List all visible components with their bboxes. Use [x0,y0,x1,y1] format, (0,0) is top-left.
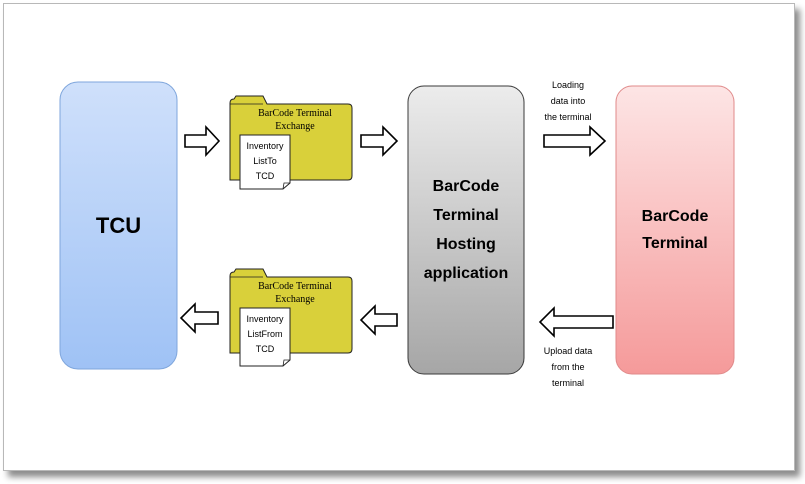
upload-note-line-1: Upload data [543,346,593,356]
document-top-line-1: Inventory [246,141,284,151]
arrow-host-to-terminal [543,125,607,157]
tcu-text: TCU [95,212,142,238]
document-icon-top [239,134,291,190]
folder-bottom-title-line-2: Exchange [275,294,315,305]
hosting-app-line-2: Terminal [433,207,499,224]
document-icon-bottom [239,307,291,367]
loading-note: Loading data into the terminal [530,77,606,125]
folder-bottom-title: BarCode Terminal Exchange [240,280,350,306]
arrow-tcu-to-folder [184,124,221,158]
arrow-folder-to-host [360,125,399,157]
folder-bottom-title-line-1: BarCode Terminal [258,281,332,292]
tcu-label: TCU [60,82,177,369]
barcode-terminal-label: BarCode Terminal [616,86,734,374]
upload-note: Upload data from the terminal [530,343,606,391]
hosting-app-line-4: application [423,265,509,282]
upload-note-line-3: terminal [551,378,584,388]
loading-note-line-3: the terminal [544,112,592,122]
upload-note-line-2: from the [551,362,585,372]
barcode-terminal-box [615,85,735,375]
folder-top-title-line-2: Exchange [275,121,315,132]
hosting-app-line-1: BarCode [432,178,500,195]
hosting-app-line-3: Hosting [436,236,496,253]
barcode-terminal-line-2: Terminal [642,235,708,252]
hosting-app-label: BarCode Terminal Hosting application [408,86,524,374]
loading-note-line-1: Loading [551,80,585,90]
document-top-line-3: TCD [255,171,275,181]
loading-note-line-2: data into [550,96,586,106]
document-bottom-line-1: Inventory [246,314,284,324]
hosting-app-box [407,85,525,375]
document-bottom-line-3: TCD [255,344,275,354]
arrow-folder-to-tcu [179,302,219,334]
document-bottom-text: Inventory ListFrom TCD [241,312,289,357]
tcu-box [59,81,178,370]
document-top-line-2: ListTo [253,156,277,166]
folder-top-title-line-1: BarCode Terminal [258,108,332,119]
document-top-text: Inventory ListTo TCD [241,139,289,184]
barcode-terminal-line-1: BarCode [641,208,709,225]
arrow-host-to-folder [359,304,398,336]
arrow-terminal-to-host [538,306,614,338]
document-bottom-line-2: ListFrom [247,329,283,339]
folder-top-title: BarCode Terminal Exchange [240,107,350,133]
